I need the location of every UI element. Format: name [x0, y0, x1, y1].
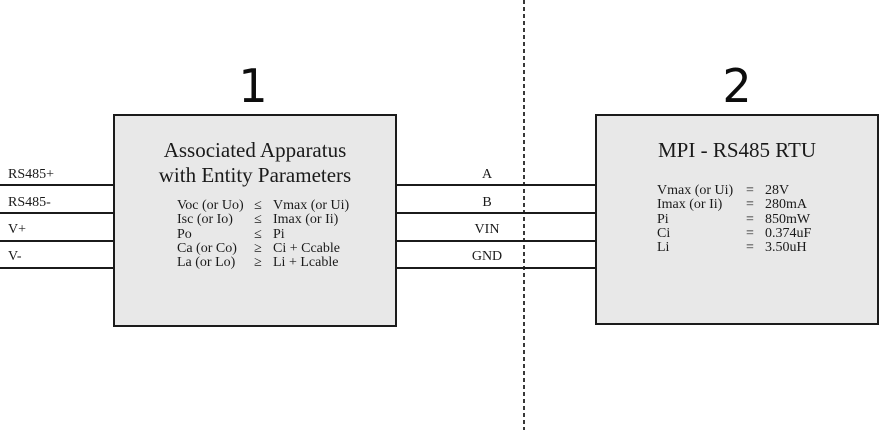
wire-a: [397, 184, 595, 186]
param-name: Voc (or Uo): [177, 198, 244, 213]
param-operator: =: [746, 240, 754, 256]
param-value: Ci + Ccable: [273, 240, 340, 256]
param-name: Po: [177, 226, 192, 242]
wire-label-b: B: [482, 195, 492, 210]
wire-rs485-plus: [0, 184, 113, 186]
param-value: Li + Lcable: [273, 255, 339, 271]
device-parameters-list: Vmax (or Ui) = 28V Imax (or Ii) = 280mA …: [657, 183, 877, 256]
wire-b: [397, 212, 595, 214]
terminal-label-v-minus: V-: [8, 249, 22, 264]
wire-vin: [397, 240, 595, 242]
associated-apparatus-title-line2: with Entity Parameters: [158, 163, 352, 187]
param-operator: ≤: [254, 198, 262, 213]
param-operator: ≥: [254, 240, 262, 256]
mpi-rs485-rtu-title: MPI - RS485 RTU: [657, 138, 816, 162]
param-value: Vmax (or Ui): [273, 198, 350, 213]
param-operator: =: [746, 225, 754, 241]
param-name: Isc (or Io): [177, 212, 233, 228]
wire-v-minus: [0, 267, 113, 269]
param-name: Ca (or Co): [177, 240, 237, 256]
wire-label-gnd: GND: [471, 249, 503, 264]
param-value: 28V: [765, 183, 790, 198]
param-operator: =: [746, 183, 754, 198]
param-value: 3.50uH: [765, 240, 807, 256]
wire-rs485-minus: [0, 212, 113, 214]
param-value: Pi: [273, 226, 285, 242]
entity-parameters-list: Voc (or Uo) ≤ Vmax (or Ui) Isc (or Io) ≤…: [177, 198, 395, 271]
param-name: La (or Lo): [177, 255, 236, 271]
param-name: Ci: [657, 225, 671, 241]
param-operator: =: [746, 211, 754, 227]
param-operator: ≥: [254, 255, 262, 271]
wire-gnd: [397, 267, 595, 269]
terminal-label-v-plus: V+: [8, 222, 27, 237]
param-value: 280mA: [765, 197, 807, 213]
param-value: 850mW: [765, 211, 811, 227]
param-value: 0.374uF: [765, 225, 812, 241]
param-name: Imax (or Ii): [657, 197, 723, 213]
param-operator: ≤: [254, 212, 262, 228]
zone-divider-dashed-line: [523, 0, 525, 430]
param-name: Vmax (or Ui): [657, 183, 734, 198]
wire-label-a: A: [481, 167, 493, 182]
wire-label-vin: VIN: [474, 222, 500, 237]
associated-apparatus-box: Associated Apparatus with Entity Paramet…: [113, 114, 397, 327]
mpi-rs485-rtu-box: MPI - RS485 RTU Vmax (or Ui) = 28V Imax …: [595, 114, 879, 325]
param-operator: =: [746, 197, 754, 213]
associated-apparatus-title-line1: Associated Apparatus: [163, 138, 347, 162]
terminal-label-rs485-plus: RS485+: [8, 167, 55, 182]
terminal-label-rs485-minus: RS485-: [8, 195, 51, 210]
zone-number-2: 2: [722, 59, 752, 113]
param-value: Imax (or Ii): [273, 212, 339, 228]
param-name: Pi: [657, 211, 669, 227]
param-operator: ≤: [254, 226, 262, 242]
wire-v-plus: [0, 240, 113, 242]
associated-apparatus-title: Associated Apparatus with Entity Paramet…: [115, 138, 395, 188]
param-name: Li: [657, 240, 670, 256]
zone-number-1: 1: [238, 59, 268, 113]
